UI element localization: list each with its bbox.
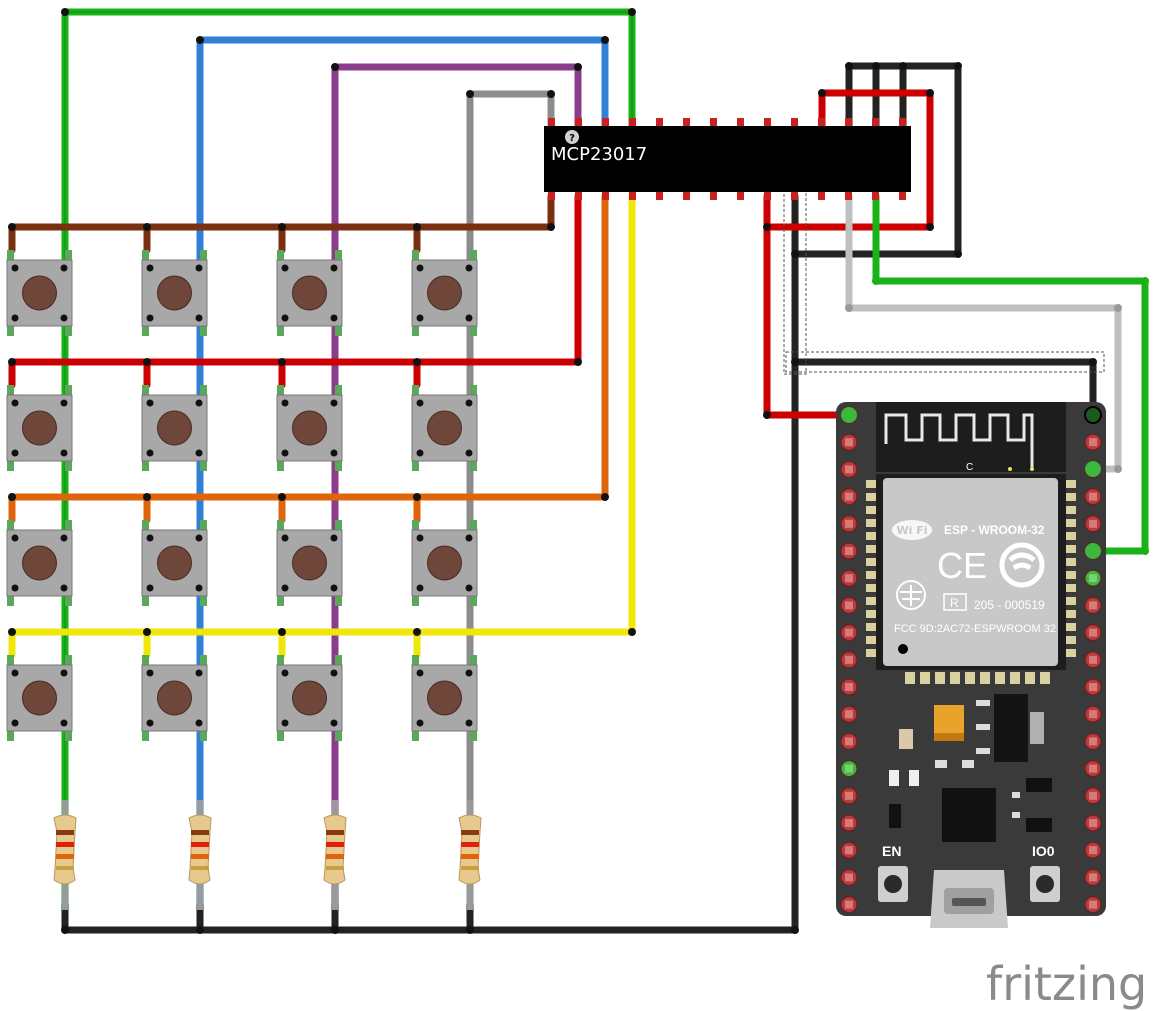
- smd-part: [899, 729, 913, 749]
- module-castellations: [866, 480, 1076, 684]
- col-wire-purple: [331, 63, 582, 909]
- row-wire-yellow: [8, 192, 636, 659]
- pushbutton[interactable]: [6, 385, 73, 471]
- row-wire-orange: [8, 192, 609, 524]
- mcp23017-chip: ? MCP23017: [544, 118, 911, 200]
- pushbutton[interactable]: [141, 520, 208, 606]
- ce-mark: CE: [937, 545, 987, 586]
- esp-pins-left: [840, 406, 858, 914]
- pushbutton[interactable]: [6, 250, 73, 336]
- pushbutton[interactable]: [141, 250, 208, 336]
- pushbutton[interactable]: [411, 250, 478, 336]
- pushbutton[interactable]: [6, 520, 73, 606]
- antenna-mark: C: [966, 462, 973, 473]
- usb-bridge-chip: [942, 788, 996, 842]
- wire-endpoints: [8, 8, 1149, 934]
- io0-button[interactable]: [1030, 866, 1060, 902]
- col-wire-blue: [196, 36, 609, 909]
- pushbutton-grid: [6, 250, 478, 741]
- pushbutton[interactable]: [411, 520, 478, 606]
- fcc-id: FCC 9D:2AC72-ESPWROOM 32: [894, 623, 1056, 635]
- esp32-devkit: C Wi Fi ESP - WROOM-32 CE R 205 - 000519…: [836, 402, 1106, 928]
- pushbutton[interactable]: [411, 655, 478, 741]
- r-mark: R: [950, 596, 959, 610]
- pin1-dot: [898, 644, 908, 654]
- resistor-row: [53, 800, 482, 910]
- pushbutton[interactable]: [276, 250, 343, 336]
- regulator: [994, 694, 1028, 762]
- pushbutton[interactable]: [141, 385, 208, 471]
- row-wire-red: [8, 192, 582, 389]
- en-label: EN: [882, 843, 901, 859]
- chip-pins-top: [548, 118, 906, 127]
- chip-label: MCP23017: [551, 144, 647, 165]
- en-button[interactable]: [878, 866, 908, 902]
- io0-label: IO0: [1032, 843, 1055, 859]
- resistor: [323, 800, 347, 910]
- chip-marker: ?: [569, 133, 575, 144]
- chip-pins-bottom: [548, 191, 906, 200]
- pushbutton[interactable]: [411, 385, 478, 471]
- fritzing-watermark: fritzing: [986, 957, 1147, 1011]
- module-model: ESP - WROOM-32: [944, 523, 1045, 537]
- usb-connector-icon: [930, 870, 1008, 928]
- chip-body: [544, 126, 911, 192]
- esp-pins-right: [1084, 406, 1102, 914]
- wifi-logo-icon: Wi Fi: [892, 520, 932, 540]
- pushbutton[interactable]: [276, 655, 343, 741]
- resistor: [458, 800, 482, 910]
- svg-text:Wi Fi: Wi Fi: [896, 524, 927, 537]
- resistor: [53, 800, 77, 910]
- r-mark-box: [943, 593, 967, 611]
- pushbutton[interactable]: [276, 520, 343, 606]
- pushbutton[interactable]: [276, 385, 343, 471]
- cert-logo-icon: [896, 580, 926, 610]
- resistor: [188, 800, 212, 910]
- antenna-trace-icon: [884, 413, 1034, 468]
- cert-number: 205 - 000519: [974, 598, 1045, 612]
- pushbutton[interactable]: [141, 655, 208, 741]
- chip-notch-icon: [565, 130, 579, 144]
- pushbutton[interactable]: [6, 655, 73, 741]
- signal-logo-icon: [999, 542, 1045, 588]
- ground-bus-wire: [61, 192, 799, 934]
- selection-outline: [785, 351, 1105, 373]
